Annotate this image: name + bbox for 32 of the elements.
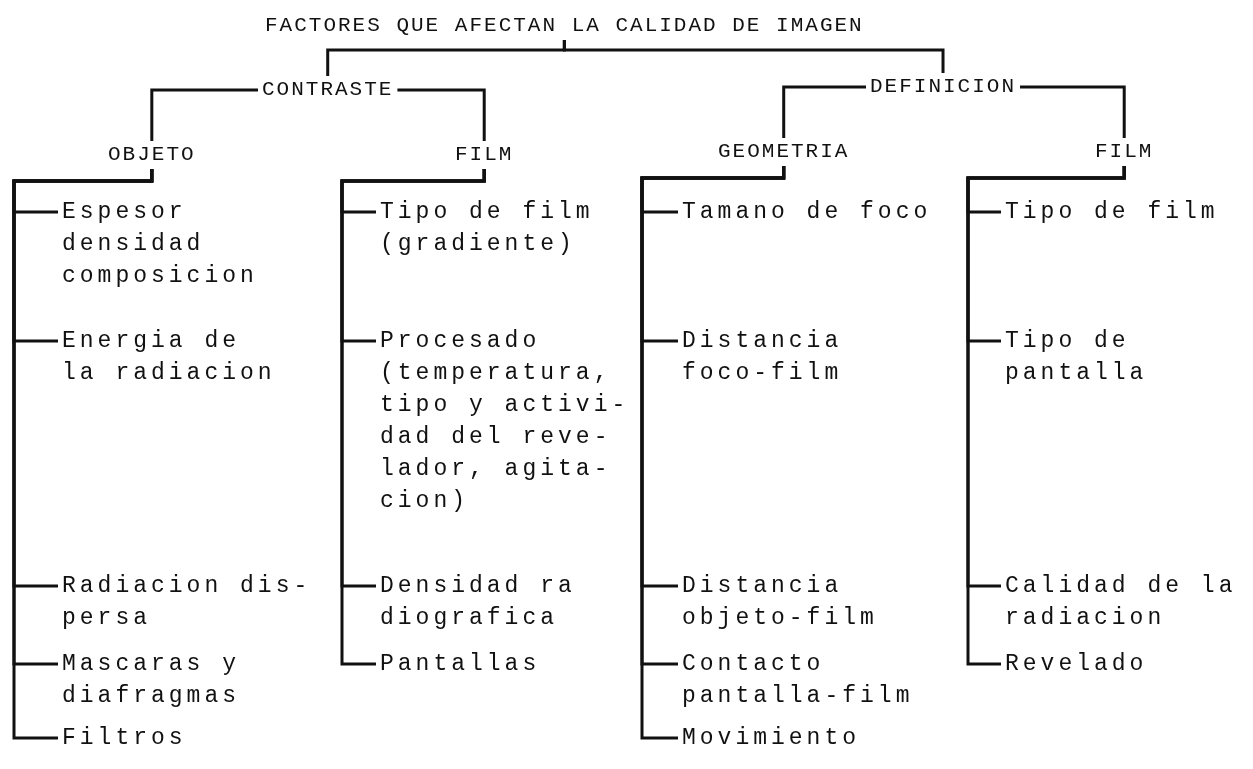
factor-text: Filtros (62, 722, 189, 754)
factor-text: Tipo de film (1005, 196, 1221, 228)
category-label: DEFINICION (870, 73, 1017, 101)
connector-line (966, 166, 1126, 666)
factor-text: Procesado (temperatura, tipo y activi- dad del reve- lador, agita- cion) (380, 325, 632, 517)
factor-text: Mascaras y diafragmas (62, 648, 243, 712)
subcategory-label: OBJETO (108, 141, 196, 169)
subcategory-label: FILM (1095, 138, 1154, 166)
factor-text: Tipo de pantalla (1005, 325, 1150, 389)
factor-text: Movimiento (682, 722, 863, 754)
factor-text: Espesor densidad composicion (62, 196, 260, 292)
factor-text: Tamano de foco (682, 196, 934, 228)
factor-text: Radiacion dis- persa (62, 570, 314, 634)
subcategory-label: GEOMETRIA (718, 138, 850, 166)
factor-text: Revelado (1005, 648, 1150, 680)
connector-line (340, 169, 486, 666)
factor-text: Pantallas (380, 648, 543, 680)
connector-line (1020, 85, 1126, 138)
factor-text: Densidad ra diografica (380, 570, 578, 634)
factor-text: Distancia foco-film (682, 325, 845, 389)
factor-text: Contacto pantalla-film (682, 648, 916, 712)
factor-text: Calidad de la radiacion (1005, 570, 1239, 634)
heading-label: FACTORES QUE AFECTAN LA CALIDAD DE IMAGEN (265, 12, 864, 40)
subcategory-label: FILM (455, 141, 514, 169)
connector-line (397, 88, 486, 141)
category-label: CONTRASTE (262, 76, 394, 104)
factor-text: Energia de la radiacion (62, 325, 278, 389)
connector-line (562, 40, 945, 73)
connector-line (150, 88, 258, 141)
factor-text: Tipo de film (gradiente) (380, 196, 596, 260)
connector-line (782, 85, 866, 138)
factor-text: Distancia objeto-film (682, 570, 880, 634)
